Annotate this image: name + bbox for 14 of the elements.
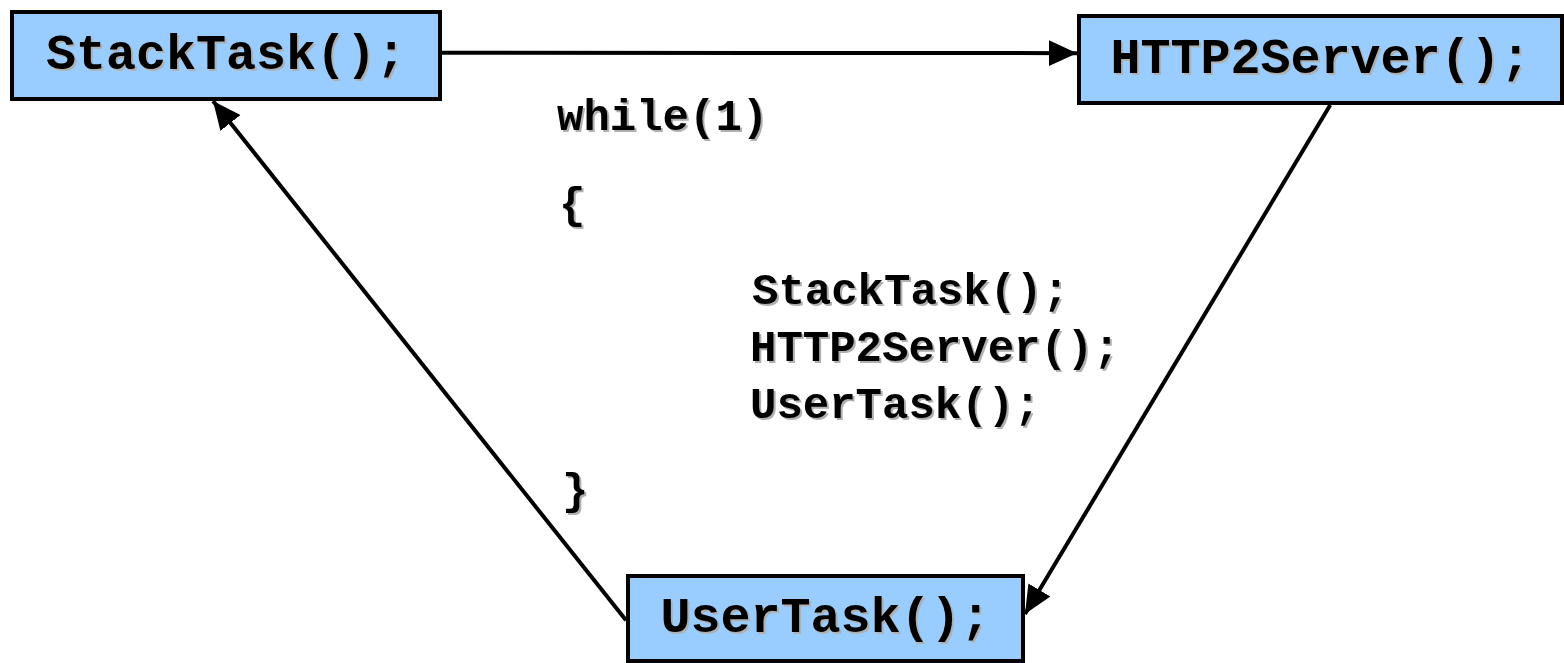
code-line: UserTask(); xyxy=(750,384,1041,428)
function-call-text: HTTP2Server(); xyxy=(1110,31,1531,88)
code-line: StackTask(); xyxy=(752,270,1069,314)
code-line: } xyxy=(562,470,589,514)
function-box xyxy=(1077,14,1564,105)
function-call-text: UserTask(); xyxy=(660,590,991,647)
function-call-text: StackTask(); xyxy=(45,27,407,84)
arrow xyxy=(442,40,1077,66)
code-line: HTTP2Server(); xyxy=(750,327,1120,371)
arrow xyxy=(211,99,628,622)
function-box xyxy=(10,10,442,101)
function-box xyxy=(626,574,1025,663)
code-line: { xyxy=(559,184,586,228)
code-line: while(1) xyxy=(557,96,769,140)
